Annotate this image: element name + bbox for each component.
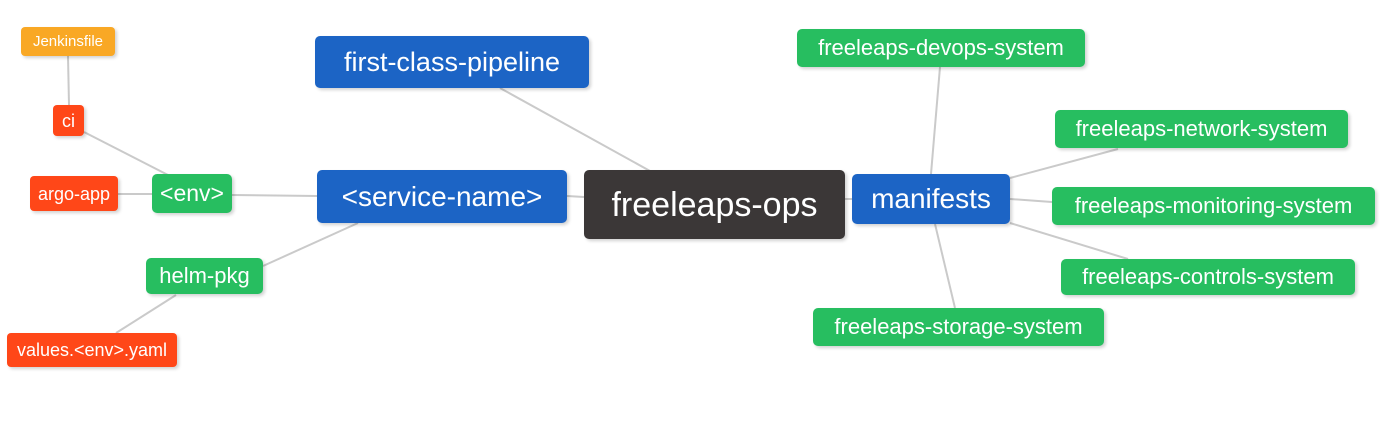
node-jenkinsfile[interactable]: Jenkinsfile	[21, 27, 115, 56]
edge-manifests-network	[1009, 148, 1119, 179]
node-service-name[interactable]: <service-name>	[317, 170, 567, 223]
node-manifests[interactable]: manifests	[852, 174, 1010, 224]
node-argo-app[interactable]: argo-app	[30, 176, 118, 211]
edge-values-helm-pkg	[115, 294, 177, 334]
node-freeleaps-controls-system[interactable]: freeleaps-controls-system	[1061, 259, 1355, 295]
node-freeleaps-devops-system[interactable]: freeleaps-devops-system	[797, 29, 1085, 67]
edge-jenkinsfile-ci	[67, 55, 70, 106]
node-freeleaps-ops[interactable]: freeleaps-ops	[584, 170, 845, 239]
node-freeleaps-storage-system[interactable]: freeleaps-storage-system	[813, 308, 1104, 346]
node-ci[interactable]: ci	[53, 105, 84, 136]
edge-pipeline-freeleaps-ops	[499, 87, 651, 172]
edge-devops-manifests	[930, 66, 941, 175]
edge-env-service-name	[231, 194, 318, 197]
node-freeleaps-monitoring-system[interactable]: freeleaps-monitoring-system	[1052, 187, 1375, 225]
edge-manifests-monitoring	[1009, 198, 1053, 203]
node-helm-pkg[interactable]: helm-pkg	[146, 258, 263, 294]
node-values-env-yaml[interactable]: values.<env>.yaml	[7, 333, 177, 367]
node-env[interactable]: <env>	[152, 174, 232, 213]
edge-helm-pkg-service-name	[262, 222, 359, 267]
node-first-class-pipeline[interactable]: first-class-pipeline	[315, 36, 589, 88]
edge-manifests-storage	[934, 223, 956, 309]
edge-manifests-controls	[1009, 222, 1129, 260]
node-freeleaps-network-system[interactable]: freeleaps-network-system	[1055, 110, 1348, 148]
edge-service-name-freeleaps-ops	[566, 195, 585, 198]
edge-ci-env	[83, 131, 169, 176]
